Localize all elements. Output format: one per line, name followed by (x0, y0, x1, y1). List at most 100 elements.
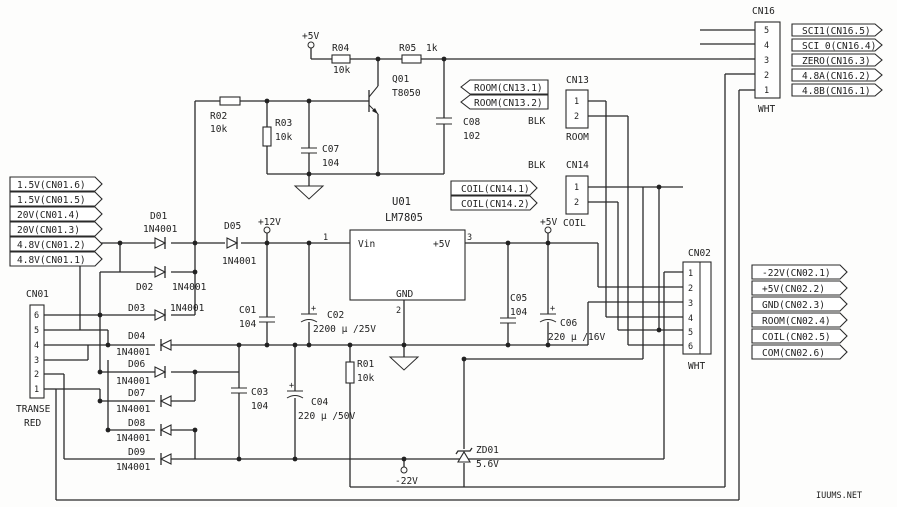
tag-cn02-2: +5V(CN02.2) (751, 280, 848, 296)
svg-text:D07: D07 (128, 388, 145, 399)
svg-text:+: + (311, 304, 316, 314)
svg-text:CN14: CN14 (566, 160, 589, 171)
svg-text:R02: R02 (210, 111, 227, 122)
capacitor-c08: C08 102 (436, 117, 480, 142)
svg-text:BLK: BLK (528, 116, 545, 127)
tag-cn01-4: 20V(CN01.3) (9, 221, 103, 237)
resistor-r01: R01 10k (345, 359, 374, 384)
svg-text:102: 102 (463, 131, 480, 142)
svg-text:1: 1 (323, 233, 328, 243)
svg-text:+5V: +5V (302, 31, 319, 42)
svg-text:1N4001: 1N4001 (143, 224, 178, 235)
tag-cn01-2: 1.5V(CN01.5) (9, 191, 103, 207)
svg-text:2200 μ /25V: 2200 μ /25V (313, 324, 376, 335)
svg-text:C05: C05 (510, 293, 527, 304)
cn01-tag-list: 1.5V(CN01.6) 1.5V(CN01.5) 20V(CN01.4) 20… (9, 176, 103, 267)
svg-text:ROOM(CN13.1): ROOM(CN13.1) (474, 83, 543, 94)
tag-cn02-1: -22V(CN02.1) (751, 264, 848, 280)
svg-text:CN13: CN13 (566, 75, 589, 86)
svg-text:T8050: T8050 (392, 88, 421, 99)
svg-text:1: 1 (574, 97, 579, 107)
svg-text:C07: C07 (322, 144, 339, 155)
tag-cn16-3: ZERO(CN16.3) (791, 53, 883, 67)
tag-cn16-5: 4.8B(CN16.1) (791, 83, 883, 97)
svg-text:D03: D03 (128, 303, 145, 314)
svg-text:2: 2 (574, 198, 579, 208)
svg-text:1N4001: 1N4001 (222, 256, 257, 267)
svg-text:1: 1 (574, 183, 579, 193)
svg-text:5.6V: 5.6V (476, 459, 499, 470)
tag-cn13-1: ROOM(CN13.1) (460, 79, 549, 95)
tag-cn01-3: 20V(CN01.4) (9, 206, 103, 222)
svg-text:-22V(CN02.1): -22V(CN02.1) (762, 268, 831, 279)
svg-text:1N4001: 1N4001 (116, 462, 151, 473)
svg-text:+: + (550, 304, 555, 314)
diode-d05: D05 1N4001 (222, 221, 257, 267)
svg-text:4: 4 (764, 41, 769, 51)
tag-cn01-1: 1.5V(CN01.6) (9, 176, 103, 192)
svg-text:1.5V(CN01.5): 1.5V(CN01.5) (17, 195, 86, 206)
svg-text:4.8V(CN01.2): 4.8V(CN01.2) (17, 240, 86, 251)
svg-text:ROOM(CN13.2): ROOM(CN13.2) (474, 98, 543, 109)
svg-text:D05: D05 (224, 221, 241, 232)
svg-text:COIL(CN14.1): COIL(CN14.1) (461, 184, 530, 195)
svg-text:D01: D01 (150, 211, 167, 222)
svg-text:1N4001: 1N4001 (172, 282, 207, 293)
svg-text:2: 2 (764, 71, 769, 81)
svg-text:GND(CN02.3): GND(CN02.3) (762, 300, 825, 311)
svg-text:+12V: +12V (258, 217, 281, 228)
svg-text:5: 5 (764, 26, 769, 36)
svg-text:3: 3 (688, 299, 693, 309)
svg-text:2: 2 (688, 284, 693, 294)
svg-text:Vin: Vin (358, 239, 375, 250)
tag-cn16-4: 4.8A(CN16.2) (791, 68, 883, 82)
svg-text:-22V: -22V (395, 476, 418, 487)
svg-text:C01: C01 (239, 305, 256, 316)
svg-text:4.8A(CN16.2): 4.8A(CN16.2) (802, 71, 871, 82)
svg-text:R01: R01 (357, 359, 374, 370)
svg-text:BLK: BLK (528, 160, 545, 171)
svg-text:1N4001: 1N4001 (116, 347, 151, 358)
resistor-r05: R05 1k (399, 43, 438, 64)
svg-text:R04: R04 (332, 43, 349, 54)
connector-cn01: CN01 6 5 4 3 2 1 TRANSE RED (16, 289, 51, 429)
svg-text:D09: D09 (128, 447, 145, 458)
svg-text:104: 104 (510, 307, 527, 318)
svg-text:104: 104 (239, 319, 256, 330)
svg-text:4.8V(CN01.1): 4.8V(CN01.1) (17, 255, 86, 266)
svg-text:20V(CN01.4): 20V(CN01.4) (17, 210, 80, 221)
svg-text:1.5V(CN01.6): 1.5V(CN01.6) (17, 180, 86, 191)
svg-text:RED: RED (24, 418, 41, 429)
svg-text:2: 2 (396, 306, 401, 316)
connector-cn14: BLK CN14 1 2 COIL (528, 160, 589, 229)
svg-text:2: 2 (574, 112, 579, 122)
svg-text:+5V: +5V (433, 239, 450, 250)
resistor-r02: R02 10k (210, 96, 241, 135)
svg-text:5: 5 (688, 328, 693, 338)
svg-text:20V(CN01.3): 20V(CN01.3) (17, 225, 80, 236)
svg-text:104: 104 (251, 401, 268, 412)
diode-d06: D06 1N4001 (116, 359, 167, 387)
svg-text:1k: 1k (426, 43, 438, 54)
svg-text:2: 2 (34, 370, 39, 380)
cn16-tag-list: SCI1(CN16.5) SCI 0(CN16.4) ZERO(CN16.3) … (791, 23, 883, 97)
svg-text:1N4001: 1N4001 (116, 404, 151, 415)
diode-d02: D02 1N4001 (136, 266, 207, 293)
tag-cn01-5: 4.8V(CN01.2) (9, 236, 103, 252)
svg-text:CN01: CN01 (26, 289, 49, 300)
connector-cn13: CN13 1 2 BLK ROOM (528, 75, 589, 143)
regulator-u01: U01 LM7805 Vin +5V GND 1 3 2 (323, 196, 472, 316)
svg-text:CN02: CN02 (688, 248, 711, 259)
svg-text:1: 1 (34, 385, 39, 395)
svg-text:ZD01: ZD01 (476, 445, 499, 456)
resistor-r03: R03 10k (262, 118, 292, 147)
ground-symbol-mid (388, 356, 420, 371)
capacitor-c02: + C02 2200 μ /25V (300, 304, 376, 335)
diode-d04: D04 1N4001 (116, 331, 172, 358)
capacitor-c03: C03 104 (231, 387, 268, 412)
diode-d08: D08 1N4001 (116, 418, 172, 444)
diode-d09: D09 1N4001 (116, 447, 172, 473)
tag-cn02-3: GND(CN02.3) (751, 296, 848, 312)
svg-text:COIL: COIL (563, 218, 586, 229)
svg-text:6: 6 (688, 342, 693, 352)
